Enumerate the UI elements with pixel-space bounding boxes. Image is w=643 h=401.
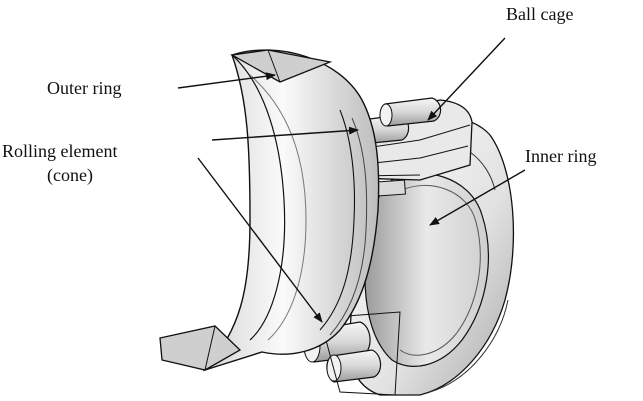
- leader-rolling-element-bottom: [197, 157, 323, 323]
- leader-ball-cage: [427, 37, 506, 121]
- leader-lines: [177, 37, 526, 323]
- cage-bottom-band: [319, 311, 401, 396]
- label-ball-cage: Ball cage: [506, 4, 574, 24]
- label-rolling-element: Rolling element: [2, 141, 118, 161]
- roller-bottom-2: [326, 349, 382, 383]
- leader-rolling-element-top: [211, 126, 359, 141]
- roller-top-2: [379, 97, 442, 127]
- label-inner-ring: Inner ring: [525, 146, 597, 166]
- label-rolling-element-cone: (cone): [47, 165, 93, 185]
- outer-ring: [159, 49, 380, 372]
- leader-inner-ring: [429, 169, 526, 226]
- leader-outer-ring: [177, 72, 276, 89]
- label-outer-ring: Outer ring: [47, 78, 122, 98]
